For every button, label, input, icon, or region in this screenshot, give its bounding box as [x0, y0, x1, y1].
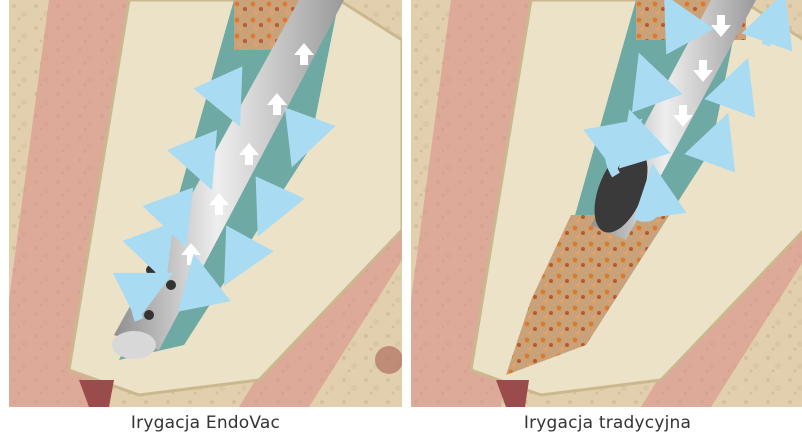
bone-spot [375, 346, 402, 374]
caption-traditional: Irygacja tradycyjna [411, 413, 802, 433]
endovac-illustration [9, 0, 402, 407]
traditional-diagram [411, 0, 802, 407]
endovac-diagram [9, 0, 402, 407]
microhole [144, 310, 154, 320]
microhole [166, 280, 176, 290]
cannula-tip [112, 331, 156, 359]
traditional-illustration [411, 0, 802, 407]
microhole [146, 265, 156, 275]
caption-endovac: Irygacja EndoVac [9, 413, 402, 433]
